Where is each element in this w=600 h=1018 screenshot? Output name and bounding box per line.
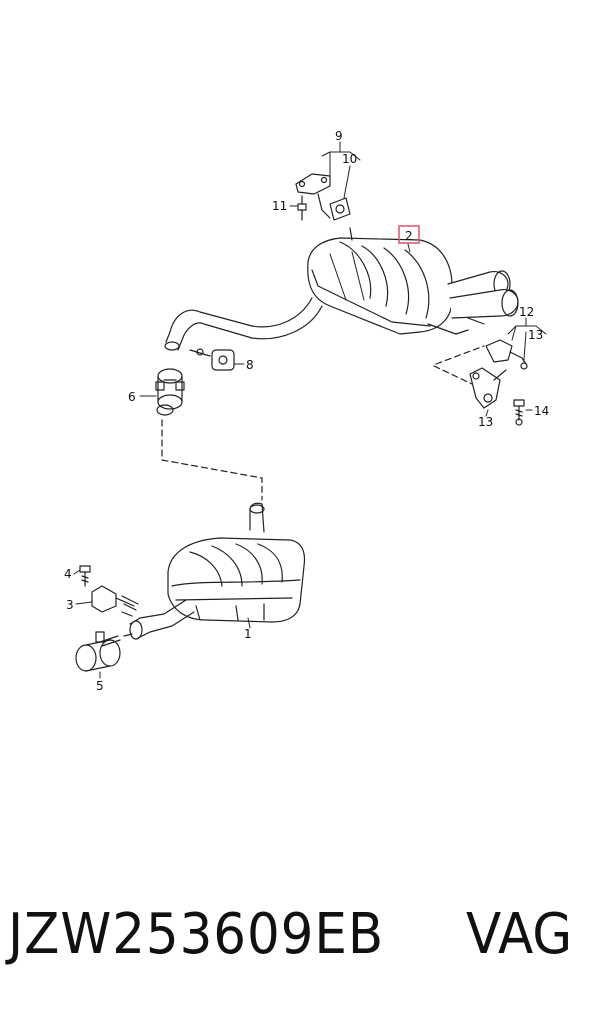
connection-lines xyxy=(161,345,485,501)
callout-2: 2 xyxy=(405,229,413,243)
callout-6: 6 xyxy=(128,390,136,404)
clamp-5 xyxy=(75,631,121,672)
brand-name: VAG xyxy=(466,902,573,967)
hanger-assembly-9 xyxy=(295,173,331,221)
callout-11: 11 xyxy=(272,199,287,213)
bolt-4 xyxy=(79,565,91,587)
rear-silencer xyxy=(307,227,519,335)
bracket-13 xyxy=(469,367,507,409)
callout-12: 12 xyxy=(519,305,534,319)
callout-3: 3 xyxy=(66,598,74,612)
rubber-mount-10 xyxy=(329,197,351,221)
callout-9: 9 xyxy=(335,129,343,143)
footer: JZW253609EB VAG xyxy=(0,900,600,980)
callout-13-top: 13 xyxy=(528,328,543,342)
part-number: JZW253609EB xyxy=(8,902,385,967)
callout-4: 4 xyxy=(64,567,72,581)
callout-2-highlight xyxy=(398,225,420,244)
front-silencer xyxy=(121,502,306,640)
callout-8: 8 xyxy=(246,358,254,372)
bracket-3 xyxy=(91,585,139,613)
callout-13-bottom: 13 xyxy=(478,415,493,429)
callout-14: 14 xyxy=(534,404,549,418)
intermediate-pipe xyxy=(164,297,323,351)
callout-5: 5 xyxy=(96,679,104,693)
clamp-6 xyxy=(155,368,185,416)
leader-lines xyxy=(73,141,547,679)
callout-1: 1 xyxy=(244,627,252,641)
callout-10: 10 xyxy=(342,152,357,166)
rubber-mount-8 xyxy=(189,348,235,371)
bolt-14 xyxy=(513,399,525,426)
tailpipe-bracket-12 xyxy=(485,339,528,370)
